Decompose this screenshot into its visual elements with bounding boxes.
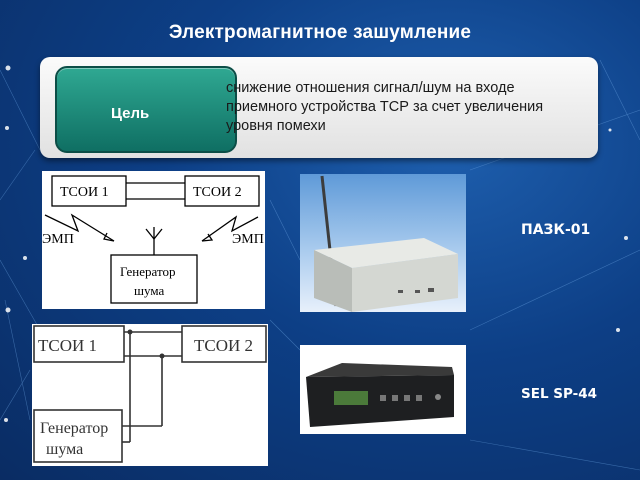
goal-label: Цель	[111, 105, 150, 122]
product-label-sel: SEL SP-44	[521, 386, 598, 402]
goal-box: Цель	[55, 66, 237, 153]
generator-bottom-line2: шума	[46, 441, 83, 458]
goal-description: снижение отношения сигнал/шум на входе п…	[226, 80, 544, 134]
product-label-pazk: ПАЗК-01	[521, 222, 591, 238]
tsoi2-label: ТСОИ 2	[193, 185, 242, 200]
radiation-noise-diagram: ТСОИ 1 ТСОИ 2 ЭМП ЭМП Генератор шума	[42, 171, 265, 309]
tsoi2-label-bottom: ТСОИ 2	[194, 336, 253, 355]
line-noise-diagram: ТСОИ 1 ТСОИ 2 Генератор шума	[32, 324, 268, 466]
rack-device-photo	[300, 345, 466, 434]
tsoi1-label: ТСОИ 1	[60, 185, 109, 200]
generator-label-line2: шума	[134, 283, 164, 298]
generator-bottom-line1: Генератор	[40, 420, 108, 437]
tsoi1-label-bottom: ТСОИ 1	[38, 336, 97, 355]
slide-title: Электромагнитное зашумление	[168, 22, 472, 43]
generator-label-line1: Генератор	[120, 264, 175, 279]
emp-left-label: ЭМП	[42, 232, 74, 247]
goal-banner: Цель снижение отношения сигнал/шум на вх…	[40, 57, 598, 158]
noise-generator-photo	[300, 174, 466, 312]
emp-right-label: ЭМП	[232, 232, 264, 247]
